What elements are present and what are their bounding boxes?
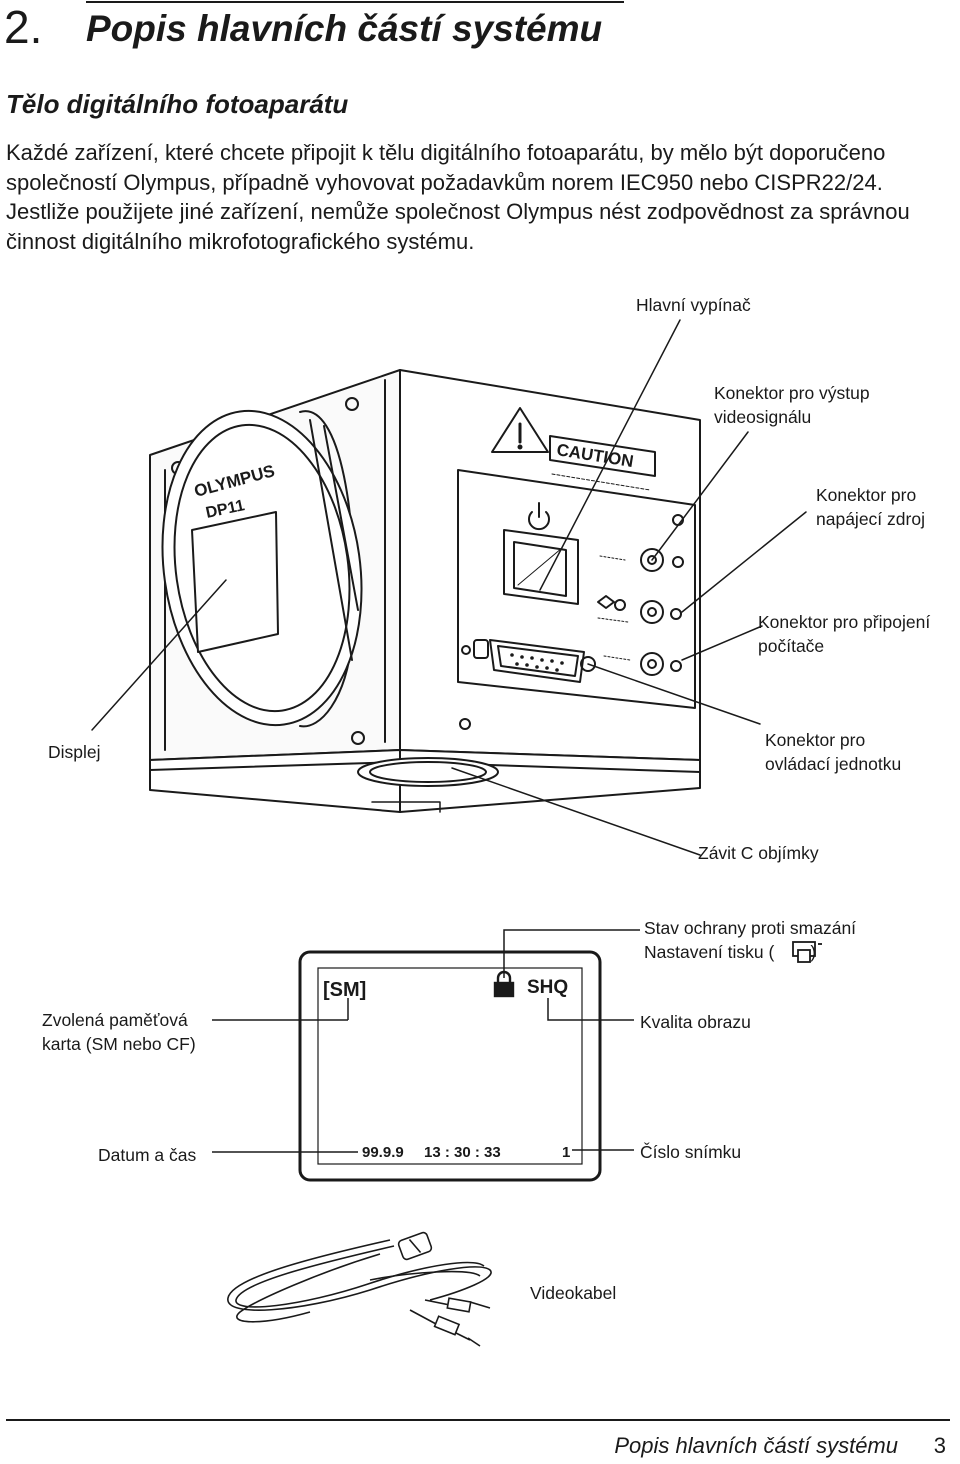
footer-title: Popis hlavních částí systému [614, 1433, 898, 1458]
label-power-in-2: napájecí zdroj [816, 509, 925, 529]
page-number: 3 [933, 1433, 946, 1458]
label-card-2: karta (SM nebo CF) [42, 1034, 196, 1054]
label-c-mount: Závit C objímky [698, 843, 819, 863]
label-datetime: Datum a čas [98, 1145, 197, 1165]
label-pc-1: Konektor pro připojení [758, 612, 931, 632]
caution-label [491, 407, 656, 491]
display-bezel [161, 409, 363, 728]
chapter-rule [86, 1, 624, 3]
label-video-out-1: Konektor pro výstup [714, 383, 870, 403]
label-print-post: ) [810, 942, 817, 962]
lcd-card: [SM] [323, 979, 366, 1001]
label-video-out-2: videosignálu [714, 407, 812, 427]
label-video-cable: Videokabel [530, 1283, 617, 1303]
lcd-quality: SHQ [527, 977, 568, 998]
c-mount-thread [357, 757, 499, 813]
label-power-in-1: Konektor pro [816, 485, 917, 505]
label-print-pre: Nastavení tisku ( [644, 942, 775, 962]
label-protect: Stav ochrany proti smazání [644, 918, 857, 938]
label-pc-2: počítače [758, 636, 825, 656]
connector-panel [457, 469, 696, 709]
label-quality: Kvalita obrazu [640, 1012, 751, 1032]
label-power-switch: Hlavní vypínač [636, 295, 751, 315]
camera-leader-lines [91, 319, 807, 856]
label-card-1: Zvolená paměťová [42, 1010, 188, 1030]
label-control-1: Konektor pro [765, 730, 866, 750]
lcd-screen [212, 929, 822, 1182]
label-control-2: ovládací jednotku [765, 754, 902, 774]
lcd-date: 99.9.9 [362, 1144, 404, 1161]
label-frame-no: Číslo snímku [640, 1142, 742, 1162]
lcd-frame: 1 [562, 1144, 570, 1161]
video-cable [227, 1231, 492, 1347]
print-icon [792, 941, 822, 963]
intro-paragraph: Každé zařízení, které chcete připojit k … [6, 140, 910, 254]
label-display: Displej [48, 742, 101, 762]
chapter-number: 2. [4, 1, 43, 53]
label-print: Nastavení tisku () [644, 941, 816, 963]
footer-rule [6, 1419, 950, 1421]
lcd-time: 13 : 30 : 33 [424, 1144, 501, 1161]
chapter-title: Popis hlavních částí systému [86, 8, 603, 49]
section-title: Tělo digitálního fotoaparátu [6, 89, 349, 119]
d-sub-pins [510, 653, 564, 672]
